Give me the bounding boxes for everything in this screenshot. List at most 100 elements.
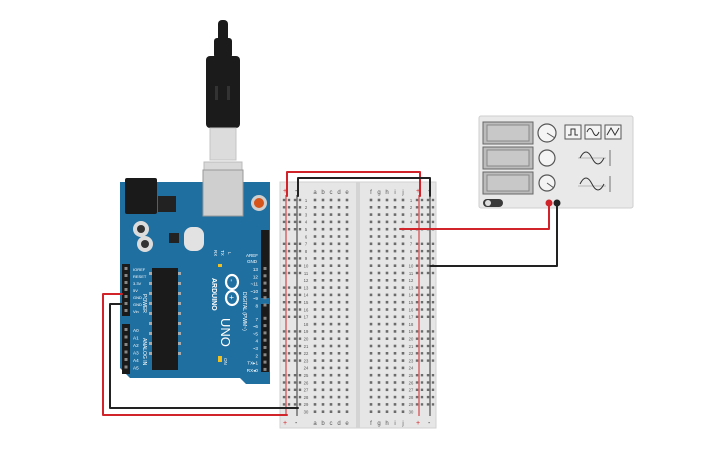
- rail-hole[interactable]: [282, 374, 286, 377]
- breadboard-hole[interactable]: [329, 198, 333, 202]
- rail-hole[interactable]: [426, 213, 430, 216]
- rail-hole[interactable]: [282, 308, 286, 311]
- breadboard-hole[interactable]: [337, 271, 341, 275]
- breadboard-hole[interactable]: [393, 359, 397, 362]
- rail-hole[interactable]: [298, 206, 302, 209]
- breadboard-hole[interactable]: [345, 271, 349, 275]
- rail-hole[interactable]: [287, 228, 291, 231]
- breadboard-hole[interactable]: [369, 410, 373, 413]
- rail-hole[interactable]: [293, 315, 297, 318]
- breadboard-hole[interactable]: [385, 286, 389, 289]
- rail-hole[interactable]: [420, 206, 424, 209]
- breadboard-hole[interactable]: [329, 344, 333, 348]
- rail-hole[interactable]: [287, 220, 291, 224]
- rail-hole[interactable]: [282, 213, 286, 216]
- breadboard-hole[interactable]: [393, 308, 397, 311]
- breadboard-hole[interactable]: [329, 227, 333, 231]
- arduino-uno-board[interactable]: - + ARDUINO UNO DIGITAL (PWM~) POWER ANA…: [120, 169, 270, 384]
- breadboard-hole[interactable]: [329, 235, 333, 238]
- rail-hole[interactable]: [420, 198, 424, 202]
- rail-hole[interactable]: [293, 228, 297, 231]
- breadboard-hole[interactable]: [385, 242, 389, 246]
- breadboard-hole[interactable]: [369, 352, 373, 355]
- rail-hole[interactable]: [426, 352, 430, 355]
- breadboard-hole[interactable]: [393, 330, 397, 333]
- rail-hole[interactable]: [287, 330, 291, 333]
- breadboard-hole[interactable]: [313, 220, 317, 224]
- breadboard-hole[interactable]: [369, 220, 373, 224]
- rail-hole[interactable]: [287, 286, 291, 289]
- breadboard-hole[interactable]: [377, 395, 381, 399]
- rail-hole[interactable]: [420, 271, 424, 275]
- breadboard-hole[interactable]: [377, 286, 381, 289]
- breadboard-hole[interactable]: [401, 293, 405, 297]
- breadboard-hole[interactable]: [321, 293, 325, 297]
- rail-hole[interactable]: [426, 337, 430, 340]
- digital-pin[interactable]: [263, 303, 267, 307]
- breadboard-hole[interactable]: [369, 286, 373, 289]
- analog-pin[interactable]: [124, 343, 128, 346]
- breadboard-hole[interactable]: [313, 279, 317, 282]
- rail-hole[interactable]: [415, 388, 419, 391]
- breadboard-hole[interactable]: [321, 337, 325, 340]
- breadboard-hole[interactable]: [345, 388, 349, 392]
- breadboard-hole[interactable]: [377, 388, 381, 392]
- breadboard-hole[interactable]: [401, 308, 405, 311]
- breadboard-hole[interactable]: [329, 381, 333, 384]
- digital-pin[interactable]: [263, 288, 267, 292]
- breadboard-hole[interactable]: [377, 352, 381, 355]
- breadboard-hole[interactable]: [345, 220, 349, 224]
- breadboard-hole[interactable]: [313, 206, 317, 209]
- breadboard-hole[interactable]: [321, 359, 325, 362]
- rail-hole[interactable]: [287, 344, 291, 348]
- rail-hole[interactable]: [415, 271, 419, 275]
- rail-hole[interactable]: [287, 249, 291, 253]
- rail-hole[interactable]: [282, 264, 286, 267]
- rail-hole[interactable]: [426, 206, 430, 209]
- breadboard-hole[interactable]: [321, 264, 325, 267]
- breadboard-hole[interactable]: [393, 410, 397, 413]
- rail-hole[interactable]: [415, 330, 419, 333]
- rail-hole[interactable]: [287, 257, 291, 260]
- power-pin[interactable]: [124, 309, 128, 312]
- breadboard-hole[interactable]: [345, 235, 349, 238]
- breadboard-hole[interactable]: [313, 308, 317, 311]
- breadboard-hole[interactable]: [313, 337, 317, 340]
- breadboard-hole[interactable]: [369, 373, 373, 377]
- rail-hole[interactable]: [282, 330, 286, 333]
- breadboard-hole[interactable]: [321, 271, 325, 275]
- breadboard-hole[interactable]: [321, 286, 325, 289]
- breadboard-hole[interactable]: [329, 337, 333, 340]
- rail-hole[interactable]: [420, 286, 424, 289]
- breadboard-hole[interactable]: [377, 235, 381, 238]
- breadboard-hole[interactable]: [393, 337, 397, 340]
- rail-hole[interactable]: [287, 264, 291, 267]
- breadboard-hole[interactable]: [385, 403, 389, 406]
- breadboard-hole[interactable]: [313, 300, 317, 304]
- rail-hole[interactable]: [431, 388, 435, 391]
- rail-hole[interactable]: [426, 403, 430, 406]
- rail-hole[interactable]: [282, 337, 286, 340]
- rail-hole[interactable]: [420, 337, 424, 340]
- breadboard-hole[interactable]: [393, 206, 397, 209]
- rail-hole[interactable]: [420, 403, 424, 406]
- breadboard-hole[interactable]: [313, 352, 317, 355]
- rail-hole[interactable]: [298, 228, 302, 231]
- analog-header[interactable]: [122, 324, 130, 374]
- rail-hole[interactable]: [431, 213, 435, 216]
- breadboard-hole[interactable]: [313, 359, 317, 362]
- rail-hole[interactable]: [298, 359, 302, 362]
- rail-hole[interactable]: [431, 301, 435, 304]
- rail-hole[interactable]: [293, 330, 297, 333]
- rail-hole[interactable]: [298, 301, 302, 304]
- breadboard-hole[interactable]: [313, 395, 317, 399]
- breadboard-hole[interactable]: [329, 359, 333, 362]
- rail-hole[interactable]: [282, 249, 286, 253]
- breadboard-hole[interactable]: [337, 388, 341, 392]
- breadboard-hole[interactable]: [321, 249, 325, 253]
- breadboard-hole[interactable]: [313, 330, 317, 333]
- breadboard-hole[interactable]: [321, 235, 325, 238]
- breadboard-hole[interactable]: [369, 359, 373, 362]
- breadboard-hole[interactable]: [401, 403, 405, 406]
- rail-hole[interactable]: [426, 381, 430, 384]
